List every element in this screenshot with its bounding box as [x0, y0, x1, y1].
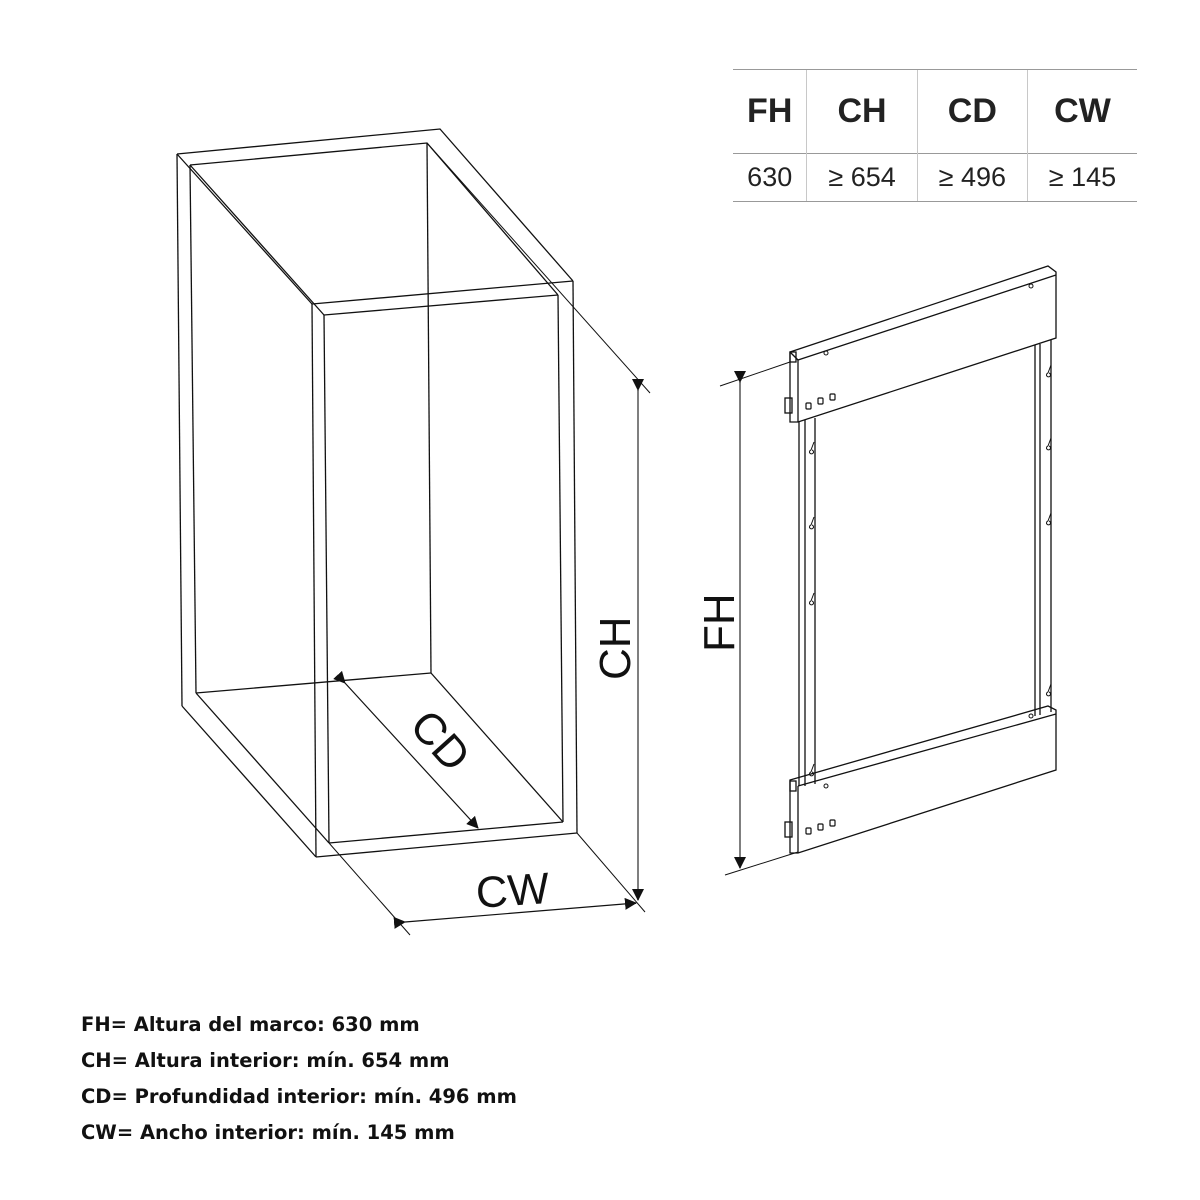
value-fh: 630: [733, 153, 807, 202]
cw-label: CW: [474, 864, 551, 918]
header-cw: CW: [1026, 69, 1137, 154]
cd-label: CD: [401, 701, 480, 781]
fh-dimension: FH: [695, 371, 746, 869]
table-header-row: FH CH CD CW: [733, 69, 1137, 154]
dimensions-table: FH CH CD CW 630 ≥ 654 ≥ 496 ≥ 145: [733, 69, 1137, 202]
header-fh: FH: [733, 69, 807, 154]
frame-isometric: [719, 265, 1057, 876]
legend-cw: CW= Ancho interior: mín. 145 mm: [81, 1121, 455, 1144]
fh-label: FH: [695, 593, 744, 652]
ch-dimension: CH: [591, 379, 644, 901]
header-ch: CH: [806, 69, 918, 154]
table-row: 630 ≥ 654 ≥ 496 ≥ 145: [733, 153, 1137, 202]
ch-label: CH: [591, 616, 640, 680]
header-cd: CD: [916, 69, 1028, 154]
legend-cd: CD= Profundidad interior: mín. 496 mm: [81, 1085, 517, 1108]
legend-ch: CH= Altura interior: mín. 654 mm: [81, 1049, 450, 1072]
legend-fh: FH= Altura del marco: 630 mm: [81, 1013, 420, 1036]
value-ch: ≥ 654: [806, 153, 918, 202]
cabinet-isometric: [176, 128, 651, 936]
value-cd: ≥ 496: [916, 153, 1028, 202]
value-cw: ≥ 145: [1026, 153, 1137, 202]
dimension-legend: FH= Altura del marco: 630 mm CH= Altura …: [81, 1010, 517, 1154]
cw-dimension: CW: [393, 864, 637, 929]
